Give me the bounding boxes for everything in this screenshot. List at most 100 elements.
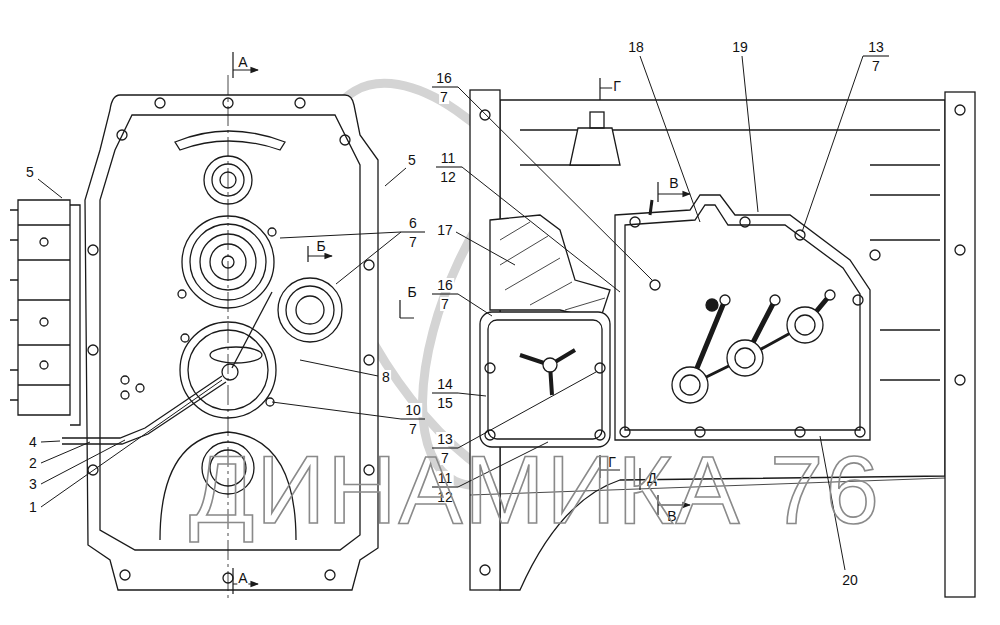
bolt-hole: [740, 217, 750, 227]
section-letter: В: [668, 176, 679, 190]
fraction-bar: [436, 166, 462, 167]
shift-fork: [787, 307, 823, 343]
shift-fork: [735, 348, 755, 368]
callout-number: 16: [436, 278, 454, 292]
left-view: [232, 292, 272, 368]
callout-number: 7: [439, 90, 449, 104]
bolt-hole: [325, 570, 335, 580]
callout-number: 11: [440, 151, 457, 165]
bolt-hole: [485, 430, 495, 440]
left-view: [40, 318, 48, 326]
right-view: [488, 320, 602, 439]
left-view: [296, 296, 324, 324]
bolt-hole: [630, 217, 640, 227]
callout-number: 3: [28, 477, 38, 491]
callout-number: 7: [871, 59, 881, 73]
right-view: [500, 222, 605, 310]
callout-number: 20: [841, 573, 859, 587]
leader-line: [742, 56, 758, 212]
fraction-bar: [432, 293, 458, 294]
section-letter: Г: [612, 79, 622, 93]
bolt-hole: [121, 376, 129, 384]
bolt-hole: [88, 345, 98, 355]
left-view: [175, 131, 285, 150]
bolt-hole: [136, 384, 144, 392]
callout-number: 4: [28, 435, 38, 449]
callout-number: 7: [408, 422, 418, 436]
left-view: [70, 205, 80, 425]
right-view: [650, 200, 652, 215]
bolt-hole: [695, 427, 705, 437]
leader-line: [640, 56, 700, 222]
callout-number: 13: [867, 40, 885, 54]
leader-line: [385, 168, 406, 186]
right-view: [543, 358, 557, 372]
callout-number: 17: [436, 223, 454, 237]
leader-line: [458, 393, 486, 396]
shift-fork: [720, 295, 730, 305]
left-view: [18, 200, 70, 415]
bolt-hole: [120, 570, 130, 580]
shift-fork: [825, 290, 835, 300]
leader-line: [802, 56, 863, 232]
shift-fork: [706, 299, 718, 311]
bolt-hole: [955, 105, 965, 115]
leader-line: [41, 441, 60, 442]
bolt-hole: [340, 135, 350, 145]
bolt-hole: [955, 245, 965, 255]
callout-number: 7: [408, 235, 418, 249]
left-view: [40, 361, 48, 369]
shift-fork: [672, 290, 835, 403]
callout-number: 7: [440, 297, 450, 311]
bolt-hole: [155, 98, 165, 108]
bolt-hole: [181, 334, 189, 342]
shift-fork: [690, 325, 805, 385]
leader-line: [458, 372, 596, 448]
bolt-hole: [480, 565, 490, 575]
callout-number: 12: [439, 170, 457, 184]
fraction-bar: [401, 418, 425, 419]
right-view: [570, 128, 620, 165]
bolt-hole: [595, 430, 605, 440]
left-view: [10, 210, 18, 400]
callout-number: 10: [404, 403, 422, 417]
shift-fork: [680, 375, 700, 395]
left-view: [18, 225, 70, 385]
leader-line: [280, 232, 401, 238]
callout-number: 19: [731, 40, 749, 54]
bolt-hole: [650, 280, 660, 290]
left-view: [286, 286, 334, 334]
right-view: [480, 312, 610, 447]
bolt-hole: [620, 427, 630, 437]
left-view: [40, 238, 48, 246]
leader-line: [336, 232, 401, 284]
bolt-hole: [88, 245, 98, 255]
bolt-hole: [853, 295, 863, 305]
leader-line: [38, 179, 62, 198]
section-letter: Б: [315, 239, 326, 253]
leader-line: [300, 360, 378, 376]
section-letter: А: [237, 55, 248, 69]
callout-number: 1: [28, 500, 38, 514]
right-view: [625, 205, 860, 430]
callout-number: 8: [381, 370, 391, 384]
callout-number: 16: [435, 71, 453, 85]
right-view: [490, 215, 610, 320]
left-view: [222, 364, 238, 380]
fraction-bar: [863, 55, 889, 56]
leader-line: [272, 402, 401, 419]
shift-fork: [727, 340, 763, 376]
leader-line: [458, 294, 492, 316]
right-view: [945, 92, 975, 597]
right-view: [590, 112, 604, 128]
bolt-hole: [795, 427, 805, 437]
leader-line: [458, 87, 652, 280]
callout-number: 5: [407, 153, 417, 167]
section-letter: А: [237, 571, 248, 585]
right-view: [615, 195, 870, 440]
shift-fork: [672, 367, 708, 403]
bolt-hole: [121, 391, 129, 399]
bolt-hole: [955, 375, 965, 385]
